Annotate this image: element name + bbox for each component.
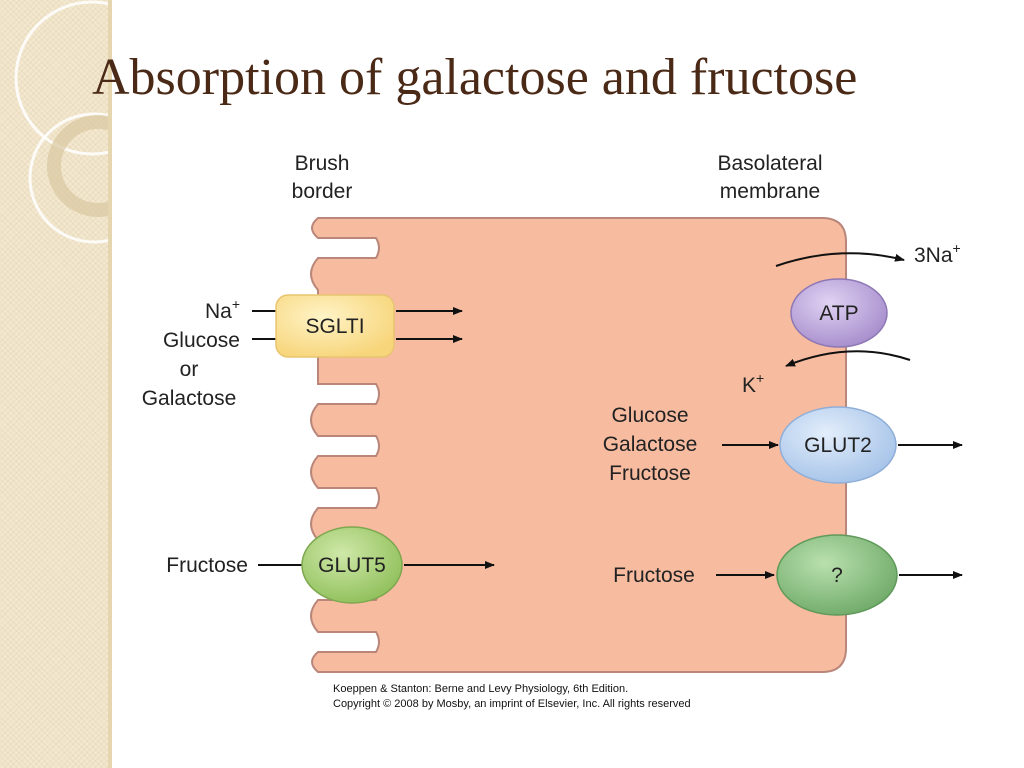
- basolateral-label-line1: Basolateral: [717, 152, 822, 175]
- apical-sodium-text: Na: [205, 300, 232, 323]
- potassium-in-text: K: [742, 374, 756, 397]
- unknown-transporter: [776, 534, 898, 616]
- apical-galactose-label: Galactose: [142, 387, 237, 410]
- apical-or-label: or: [180, 358, 199, 381]
- sodium-out-superscript: +: [953, 240, 961, 256]
- apical-sodium-label: Na+: [205, 296, 240, 323]
- sglt1-label: SGLTI: [305, 315, 364, 338]
- glut2-input-fructose: Fructose: [609, 462, 691, 485]
- sidebar-ring-large: [14, 0, 112, 156]
- glut5-transporter: [301, 526, 403, 604]
- sodium-out-label: 3Na+: [914, 240, 961, 267]
- basolateral-label-line2: membrane: [720, 180, 820, 203]
- brush-border-label-line2: border: [292, 180, 353, 203]
- slide-title: Absorption of galactose and fructose: [92, 49, 858, 106]
- potassium-in-arrow: [785, 350, 911, 367]
- unknown-transporter-label: ?: [831, 564, 843, 587]
- sodium-out-arrow: [775, 252, 905, 267]
- sidebar-ring-medium: [28, 112, 112, 244]
- glut2-label: GLUT2: [804, 434, 872, 457]
- slide-sidebar-decoration: [0, 0, 112, 768]
- enterocyte-cell: [310, 217, 847, 673]
- potassium-in-label: K+: [742, 370, 764, 397]
- apical-sodium-superscript: +: [232, 296, 240, 312]
- sodium-out-text: 3Na: [914, 244, 953, 267]
- glut5-label: GLUT5: [318, 554, 386, 577]
- unknown-input-fructose: Fructose: [613, 564, 695, 587]
- potassium-in-superscript: +: [756, 370, 764, 386]
- sidebar-edge: [108, 0, 112, 768]
- apical-glucose-label: Glucose: [163, 329, 240, 352]
- glut2-input-glucose: Glucose: [611, 404, 688, 427]
- glut2-input-galactose: Galactose: [603, 433, 698, 456]
- atp-pump: [790, 278, 888, 348]
- credits-line1: Koeppen & Stanton: Berne and Levy Physio…: [333, 683, 629, 695]
- apical-fructose-label: Fructose: [166, 554, 248, 577]
- credits-line2: Copyright © 2008 by Mosby, an imprint of…: [333, 698, 691, 710]
- atp-label: ATP: [819, 302, 858, 325]
- glut2-transporter: [779, 406, 897, 484]
- figure-credits: Koeppen & Stanton: Berne and Levy Physio…: [333, 682, 691, 712]
- brush-border-label-line1: Brush: [295, 152, 350, 175]
- sglt1-transporter: [275, 294, 395, 358]
- sidebar-ring-thick: [47, 115, 112, 217]
- sidebar-rings: [14, 0, 112, 244]
